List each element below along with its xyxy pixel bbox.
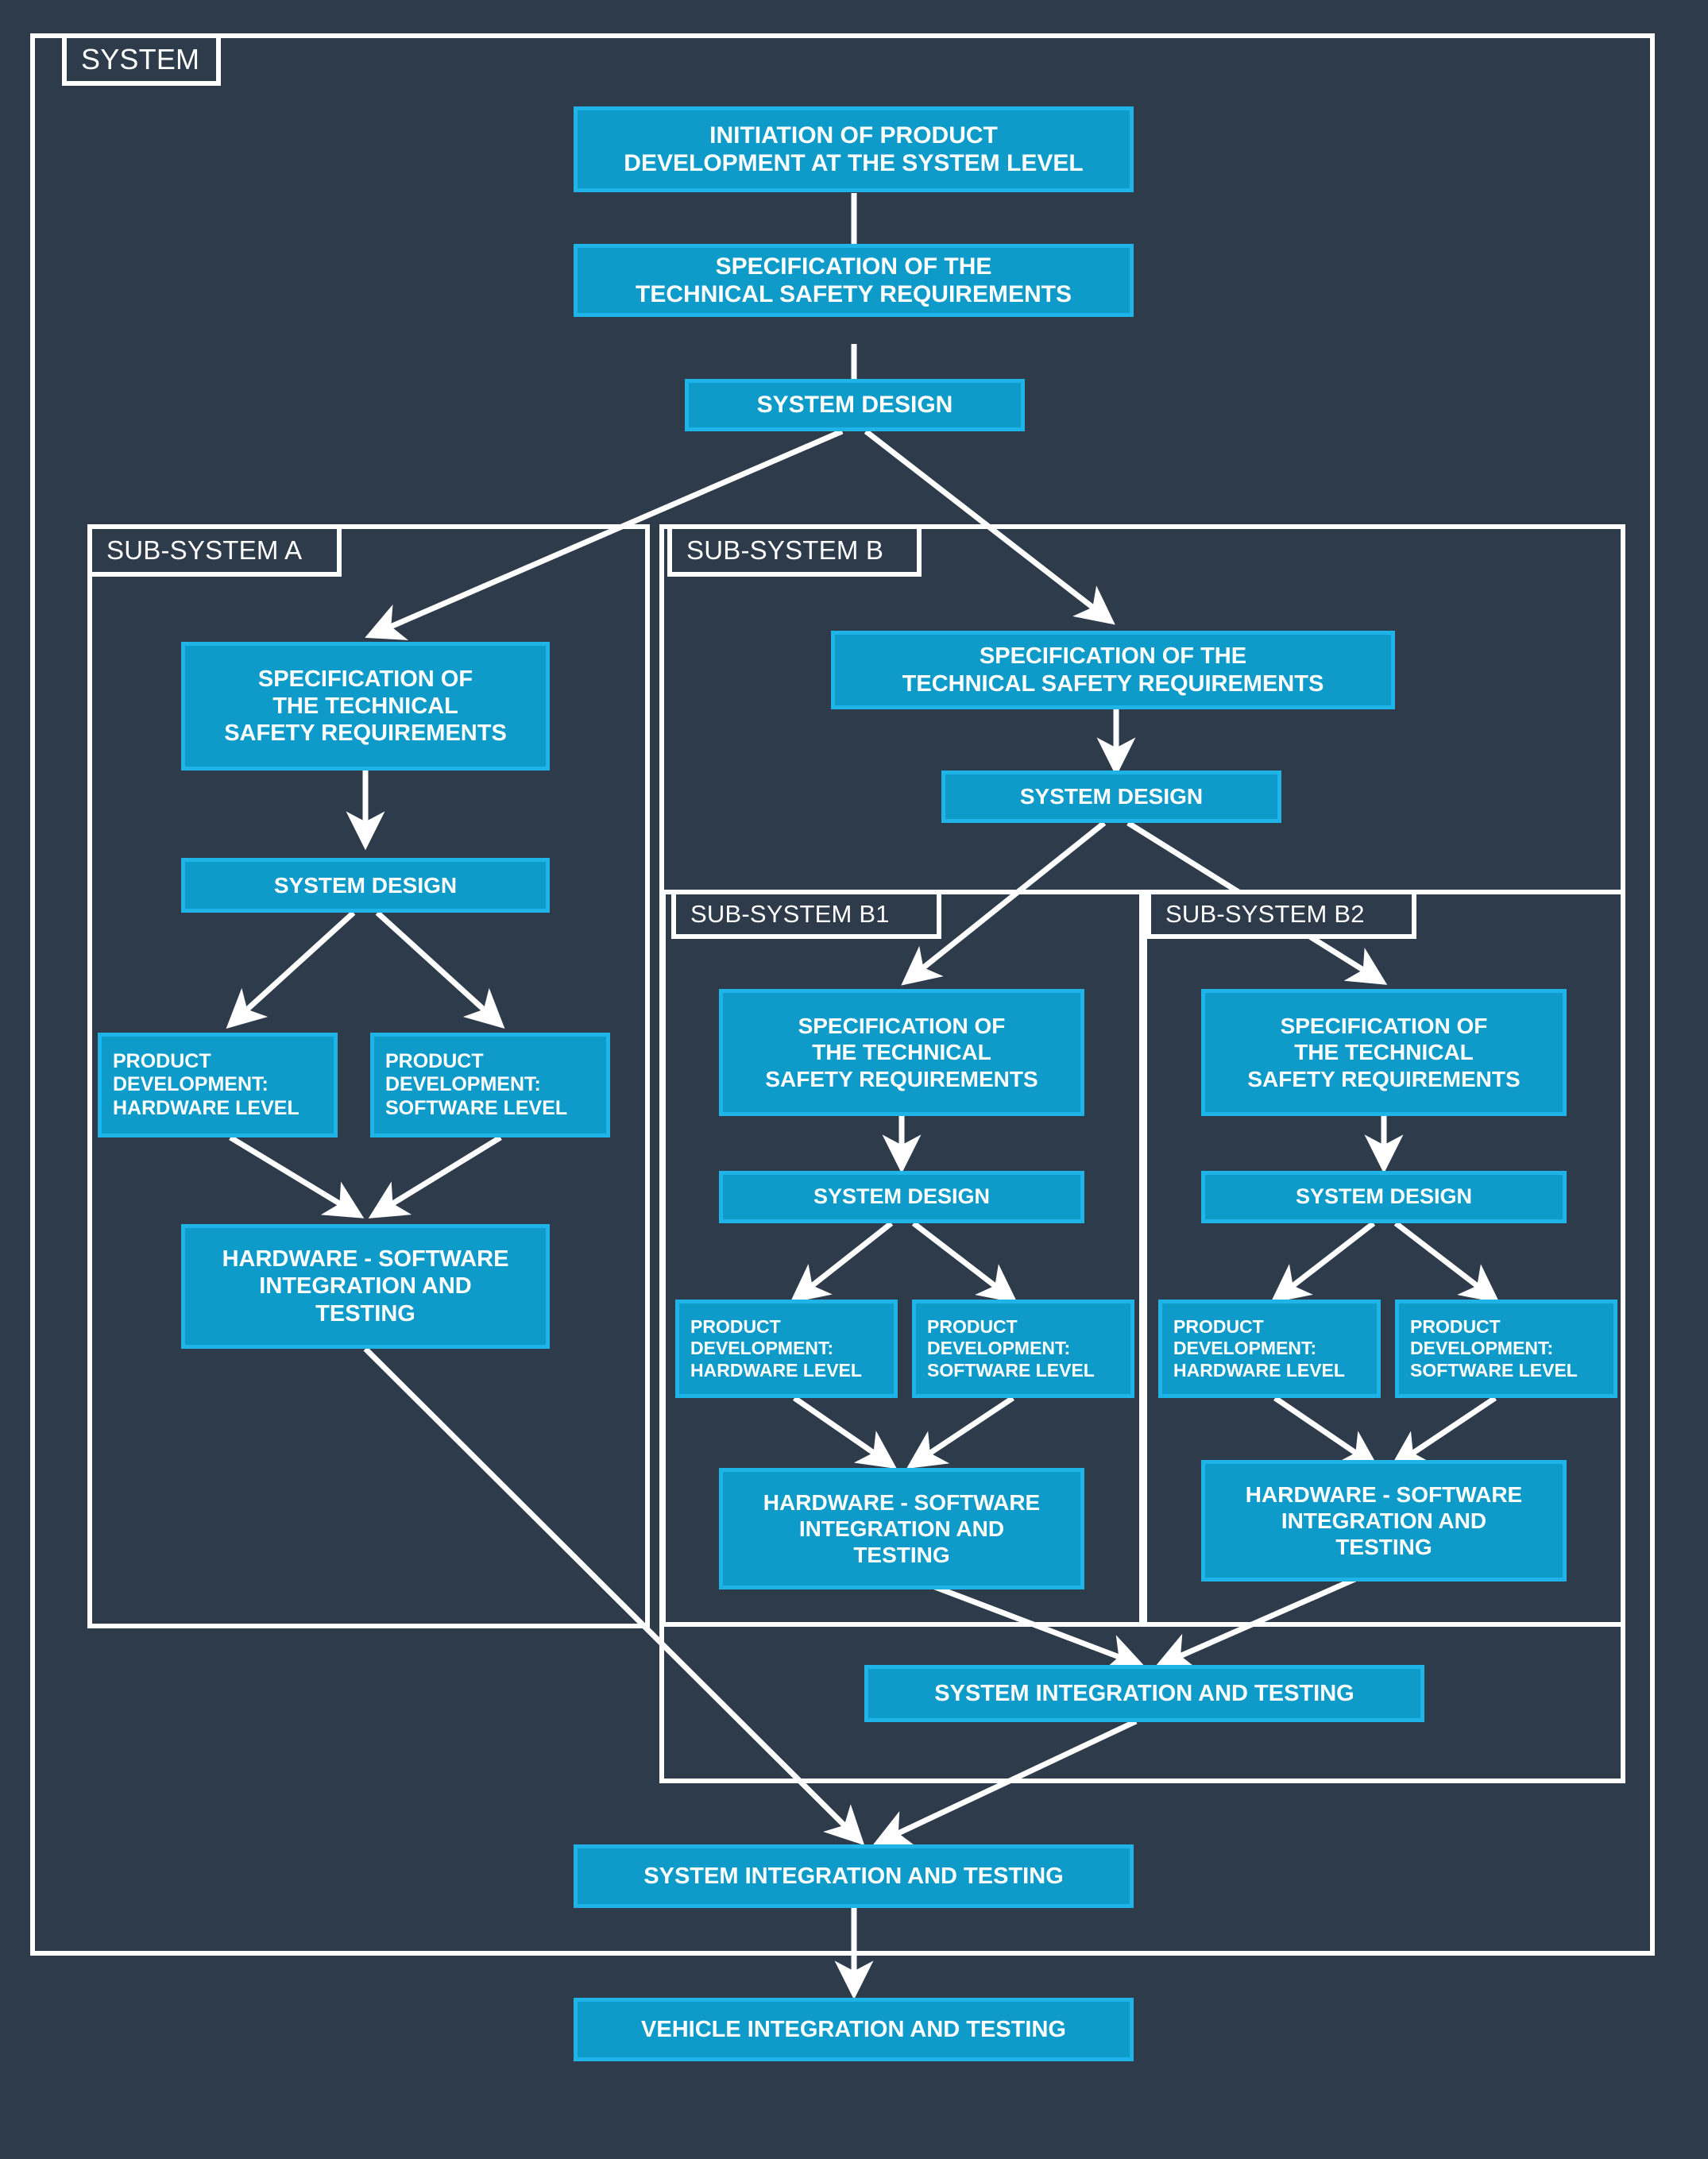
frame-label-system: SYSTEM [62,33,221,86]
node-b2-hardware-software-integration-testing[interactable]: HARDWARE - SOFTWARE INTEGRATION AND TEST… [1201,1460,1567,1582]
node-a-system-design[interactable]: SYSTEM DESIGN [181,858,550,913]
node-b1-system-design[interactable]: SYSTEM DESIGN [719,1171,1084,1223]
node-b1-hardware-software-integration-testing[interactable]: HARDWARE - SOFTWARE INTEGRATION AND TEST… [719,1468,1084,1589]
node-b1-product-development-software[interactable]: PRODUCT DEVELOPMENT: SOFTWARE LEVEL [912,1300,1134,1398]
frame-system [30,33,1655,1956]
node-b2-product-development-hardware[interactable]: PRODUCT DEVELOPMENT: HARDWARE LEVEL [1158,1300,1381,1398]
node-b-system-integration-and-testing[interactable]: SYSTEM INTEGRATION AND TESTING [864,1665,1424,1722]
node-b2-specification-tsr[interactable]: SPECIFICATION OF THE TECHNICAL SAFETY RE… [1201,989,1567,1116]
frame-label-subsystem-a: SUB-SYSTEM A [87,524,342,577]
node-a-hardware-software-integration-testing[interactable]: HARDWARE - SOFTWARE INTEGRATION AND TEST… [181,1224,550,1349]
node-b2-product-development-software[interactable]: PRODUCT DEVELOPMENT: SOFTWARE LEVEL [1395,1300,1617,1398]
node-b2-system-design[interactable]: SYSTEM DESIGN [1201,1171,1567,1223]
node-a-product-development-hardware[interactable]: PRODUCT DEVELOPMENT: HARDWARE LEVEL [98,1033,338,1137]
node-a-product-development-software[interactable]: PRODUCT DEVELOPMENT: SOFTWARE LEVEL [370,1033,610,1137]
node-vehicle-integration-and-testing[interactable]: VEHICLE INTEGRATION AND TESTING [574,1998,1134,2061]
node-system-specification-tsr[interactable]: SPECIFICATION OF THE TECHNICAL SAFETY RE… [574,244,1134,317]
node-b1-specification-tsr[interactable]: SPECIFICATION OF THE TECHNICAL SAFETY RE… [719,989,1084,1116]
node-a-specification-tsr[interactable]: SPECIFICATION OF THE TECHNICAL SAFETY RE… [181,642,550,771]
node-system-design[interactable]: SYSTEM DESIGN [685,379,1025,431]
frame-subsystem-a [87,524,650,1628]
node-b1-product-development-hardware[interactable]: PRODUCT DEVELOPMENT: HARDWARE LEVEL [675,1300,898,1398]
frame-label-subsystem-b: SUB-SYSTEM B [667,524,922,577]
node-b-system-design[interactable]: SYSTEM DESIGN [941,771,1281,823]
frame-label-subsystem-b2: SUB-SYSTEM B2 [1146,890,1416,939]
node-system-integration-and-testing[interactable]: SYSTEM INTEGRATION AND TESTING [574,1844,1134,1908]
frame-label-subsystem-b1: SUB-SYSTEM B1 [671,890,941,939]
node-initiation-of-product-development[interactable]: INITIATION OF PRODUCT DEVELOPMENT AT THE… [574,106,1134,192]
node-b-specification-tsr[interactable]: SPECIFICATION OF THE TECHNICAL SAFETY RE… [831,631,1395,709]
